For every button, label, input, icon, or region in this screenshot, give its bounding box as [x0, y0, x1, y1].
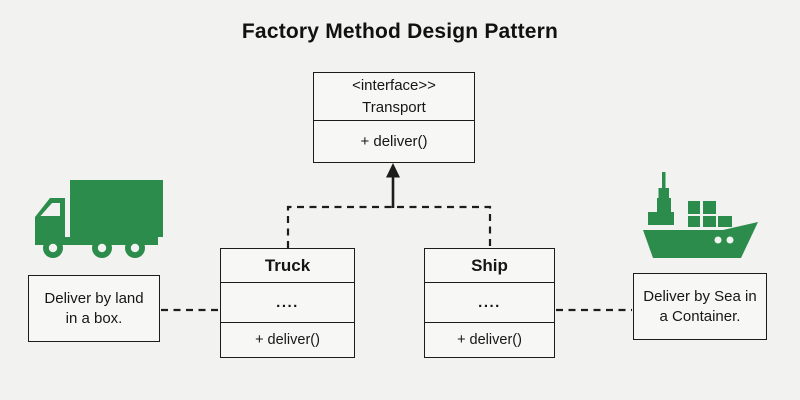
truck-note-line1: Deliver by land: [44, 290, 144, 307]
ship-note-box: Deliver by Sea in a Container.: [633, 273, 767, 340]
truck-class-attributes: ....: [221, 282, 354, 322]
interface-name: Transport: [362, 98, 426, 116]
interface-header: <interface>> Transport: [314, 73, 474, 120]
truck-class-method: + deliver(): [221, 322, 354, 357]
truck-class-name: Truck: [264, 255, 311, 275]
truck-icon: [35, 180, 163, 258]
ship-icon: [643, 172, 758, 258]
ship-note-line2: a Container.: [659, 307, 741, 325]
interface-stereotype: <interface>>: [352, 76, 436, 94]
hierarchy-dashed-line: [286, 205, 492, 248]
ship-class-attributes: ....: [425, 282, 554, 322]
interface-method: + deliver(): [314, 120, 474, 162]
truck-note-line2: in a box.: [65, 309, 123, 327]
ship-class-box: Ship .... + deliver(): [424, 248, 555, 358]
ship-note-line1: Deliver by Sea in: [643, 288, 757, 305]
ship-class-name: Ship: [471, 255, 508, 275]
inheritance-arrow: [386, 163, 400, 208]
ship-class-method: + deliver(): [425, 322, 554, 357]
truck-note-box: Deliver by land in a box.: [28, 275, 160, 342]
interface-transport-box: <interface>> Transport + deliver(): [313, 72, 475, 163]
diagram-title: Factory Method Design Pattern: [241, 20, 559, 43]
truck-class-box: Truck .... + deliver(): [220, 248, 355, 358]
